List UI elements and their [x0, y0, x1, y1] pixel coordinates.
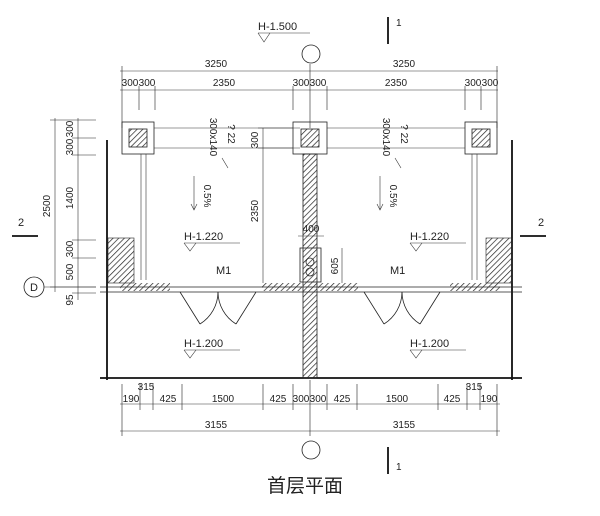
svg-text:2: 2 [18, 217, 24, 229]
dim-top-detail-4: 300 [293, 78, 310, 89]
section-mark-left: 2 [12, 217, 38, 237]
svg-text:? 22: ? 22 [398, 124, 409, 144]
dim-bottom-1: 190 [123, 394, 140, 405]
threshold-right-b [450, 283, 500, 291]
dim-left-3: 1400 [65, 186, 76, 209]
svg-text:H-1.200: H-1.200 [184, 338, 223, 350]
drawing-title: 首层平面 [267, 475, 343, 497]
dim-bottom-4: 1500 [212, 394, 235, 405]
dim-mid-300: 300 [250, 131, 261, 148]
threshold-left-a [120, 283, 170, 291]
center-shaft [299, 247, 322, 283]
dim-top-detail-1: 300 [122, 78, 139, 89]
dim-top-detail-6: 2350 [385, 78, 408, 89]
level-upper-left: H-1.220 [183, 231, 240, 252]
bottom-axis-circle [301, 440, 321, 460]
dim-bottom-3: 425 [160, 394, 177, 405]
dim-top-detail-2: 300 [139, 78, 156, 89]
dim-left-4: 300 [65, 240, 76, 257]
door-label-right: M1 [390, 265, 405, 277]
slope-left: 0.5% [190, 176, 212, 211]
column-left [121, 121, 155, 155]
threshold-right-a [318, 283, 358, 291]
dim-bottom-5: 425 [270, 394, 287, 405]
dim-bottom-9: 1500 [386, 394, 409, 405]
dim-bottom-2: 315 [138, 382, 155, 393]
dim-top-detail-7: 300 [465, 78, 482, 89]
dim-top-detail-3: 2350 [213, 78, 236, 89]
dim-bottom-10: 425 [444, 394, 461, 405]
column-right [464, 121, 498, 155]
dim-mid-2350: 2350 [250, 199, 261, 222]
grid-bubble-d: D [23, 276, 96, 298]
dim-left-1: 300 [65, 120, 76, 137]
svg-text:H-1.220: H-1.220 [410, 231, 449, 243]
door-label-left: M1 [216, 265, 231, 277]
top-level-label: H-1.500 [258, 21, 297, 33]
section-mark-bottom: 1 [396, 462, 402, 473]
dim-left-6: 95 [65, 294, 76, 306]
dim-left-total: 2500 [42, 194, 53, 217]
column-center [292, 121, 328, 155]
dim-bottom-6: 300 [293, 394, 310, 405]
svg-text:0.5%: 0.5% [201, 185, 212, 208]
door-left [179, 291, 257, 325]
svg-text:H-1.200: H-1.200 [410, 338, 449, 350]
dim-top-detail-8: 300 [482, 78, 499, 89]
bottom-dimensions: 190 315 425 1500 425 300 300 425 1500 42… [120, 380, 500, 436]
vent-left: 300x140 ? 22 [207, 118, 236, 169]
svg-text:0.5%: 0.5% [387, 185, 398, 208]
dim-left-5: 500 [65, 263, 76, 280]
dim-top-overall-1: 3250 [205, 59, 228, 70]
wall-block-right [485, 237, 513, 284]
dim-bottom-8: 425 [334, 394, 351, 405]
level-lower-left: H-1.200 [183, 338, 240, 359]
svg-text:300x140: 300x140 [207, 118, 218, 157]
svg-text:2: 2 [538, 217, 544, 229]
level-lower-right: H-1.200 [409, 338, 466, 359]
level-upper-right: H-1.220 [409, 231, 466, 252]
wall-block-left [107, 237, 135, 284]
slope-right: 0.5% [376, 176, 398, 211]
dim-left-2: 300 [65, 138, 76, 155]
left-dimensions: 300 300 1400 300 500 95 2500 [42, 118, 96, 306]
dim-mid-605: 605 [330, 257, 341, 274]
dim-bottom-7: 300 [310, 394, 327, 405]
top-dimensions: 3250 3250 300 300 2350 300 300 2350 300 … [120, 59, 499, 128]
top-level-marker: H-1.500 [257, 21, 310, 43]
top-axis-circle [301, 44, 321, 64]
svg-text:300x140: 300x140 [380, 118, 391, 157]
grid-label: D [30, 282, 38, 294]
dim-bottom-overall-1: 3155 [205, 420, 228, 431]
dim-bottom-overall-2: 3155 [393, 420, 416, 431]
door-right [363, 291, 441, 325]
vent-right: 300x140 ? 22 [380, 118, 409, 169]
section-mark-right: 2 [520, 217, 546, 237]
dim-top-detail-5: 300 [310, 78, 327, 89]
dim-mid-400: 400 [303, 224, 320, 235]
section-mark-top: 1 [396, 18, 402, 29]
dim-bottom-11: 315 [466, 382, 483, 393]
svg-text:? 22: ? 22 [225, 124, 236, 144]
mid-dimensions: 300 2350 400 605 [250, 127, 343, 283]
threshold-left-b [262, 283, 302, 291]
dim-top-overall-2: 3250 [393, 59, 416, 70]
dim-bottom-12: 190 [481, 394, 498, 405]
svg-text:H-1.220: H-1.220 [184, 231, 223, 243]
